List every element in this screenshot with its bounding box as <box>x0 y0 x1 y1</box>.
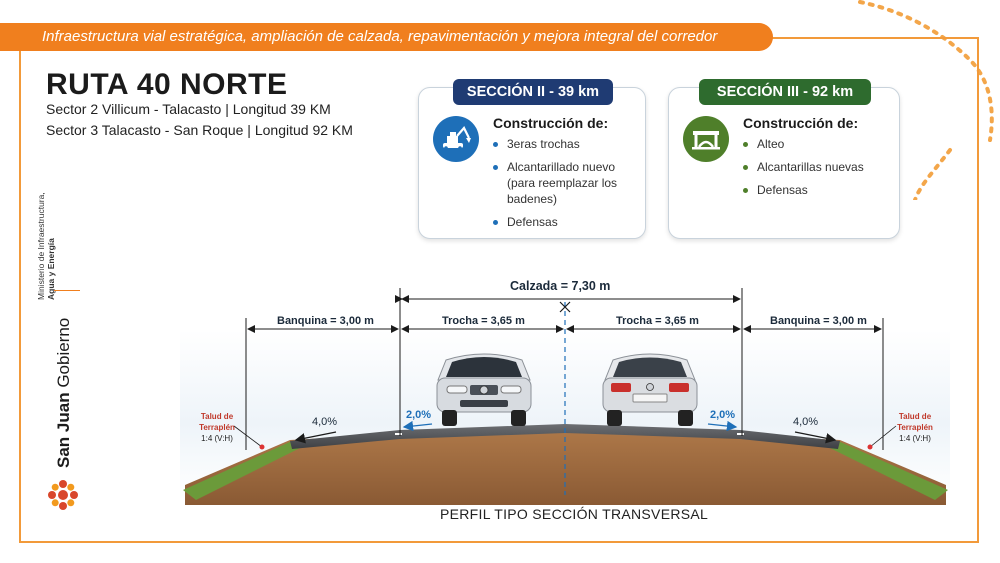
list-item: Defensas <box>743 182 893 198</box>
list-item: 3eras trochas <box>493 136 633 152</box>
trocha-right-label: Trocha = 3,65 m <box>616 315 699 327</box>
section-3-card: SECCIÓN III - 92 km Construcción de: Alt… <box>668 79 900 239</box>
talud-left-line-1: Talud de Terraplén <box>199 412 235 432</box>
grass-slope-left <box>183 441 300 500</box>
banner-text: Infraestructura vial estratégica, amplia… <box>42 28 718 45</box>
talud-left-line-2: 1:4 (V:H) <box>201 434 233 443</box>
decorative-dots <box>858 0 994 200</box>
banquina-left-label: Banquina = 3,00 m <box>277 315 374 327</box>
top-banner: Infraestructura vial estratégica, amplia… <box>0 23 773 51</box>
section-3-header: SECCIÓN III - 92 km <box>699 79 871 105</box>
excavator-icon <box>433 116 479 162</box>
section-2-header: SECCIÓN II - 39 km <box>453 79 613 105</box>
car-front-icon <box>436 353 532 426</box>
slope-right-outer: 4,0% <box>793 416 819 428</box>
list-item: Alcantarillas nuevas <box>743 159 893 175</box>
slope-right-inner: 2,0% <box>710 409 736 421</box>
sun-logo-icon <box>48 480 78 510</box>
talud-right-line-1: Talud de Terraplén <box>897 412 933 432</box>
section-3-list: Alteo Alcantarillas nuevas Defensas <box>743 136 893 205</box>
section-2-list: 3eras trochas Alcantarillado nuevo (para… <box>493 136 633 237</box>
list-item: Defensas <box>493 214 633 230</box>
diagram-caption: PERFIL TIPO SECCIÓN TRANSVERSAL <box>440 506 709 522</box>
culvert-icon <box>683 116 729 162</box>
page-title: RUTA 40 NORTE <box>46 68 288 101</box>
section-2-card: SECCIÓN II - 39 km Construcción de: 3era… <box>418 79 646 239</box>
section-3-title: Construcción de: <box>743 115 859 131</box>
talud-left-label: Talud de Terraplén 1:4 (V:H) <box>186 411 248 444</box>
trocha-left-label: Trocha = 3,65 m <box>442 315 525 327</box>
slope-left-outer: 4,0% <box>312 416 338 428</box>
sidebar-branding: Ministerio de Infraestructura, Agua y En… <box>24 160 100 520</box>
talud-right-label: Talud de Terraplén 1:4 (V:H) <box>884 411 946 444</box>
sector-2-line: Sector 2 Villicum - Talacasto | Longitud… <box>46 101 331 117</box>
banquina-right-label: Banquina = 3,00 m <box>770 315 867 327</box>
section-2-title: Construcción de: <box>493 115 609 131</box>
sector-3-line: Sector 3 Talacasto - San Roque | Longitu… <box>46 122 353 138</box>
list-item: Alteo <box>743 136 893 152</box>
grass-slope-right <box>830 441 948 500</box>
road-pavement <box>290 424 840 449</box>
list-item: Alcantarillado nuevo (para reemplazar lo… <box>493 159 633 207</box>
sidebar-divider <box>54 290 80 291</box>
talud-right-line-2: 1:4 (V:H) <box>899 434 931 443</box>
car-rear-icon <box>602 353 698 426</box>
slope-left-inner: 2,0% <box>406 409 432 421</box>
calzada-label: Calzada = 7,30 m <box>510 279 611 293</box>
